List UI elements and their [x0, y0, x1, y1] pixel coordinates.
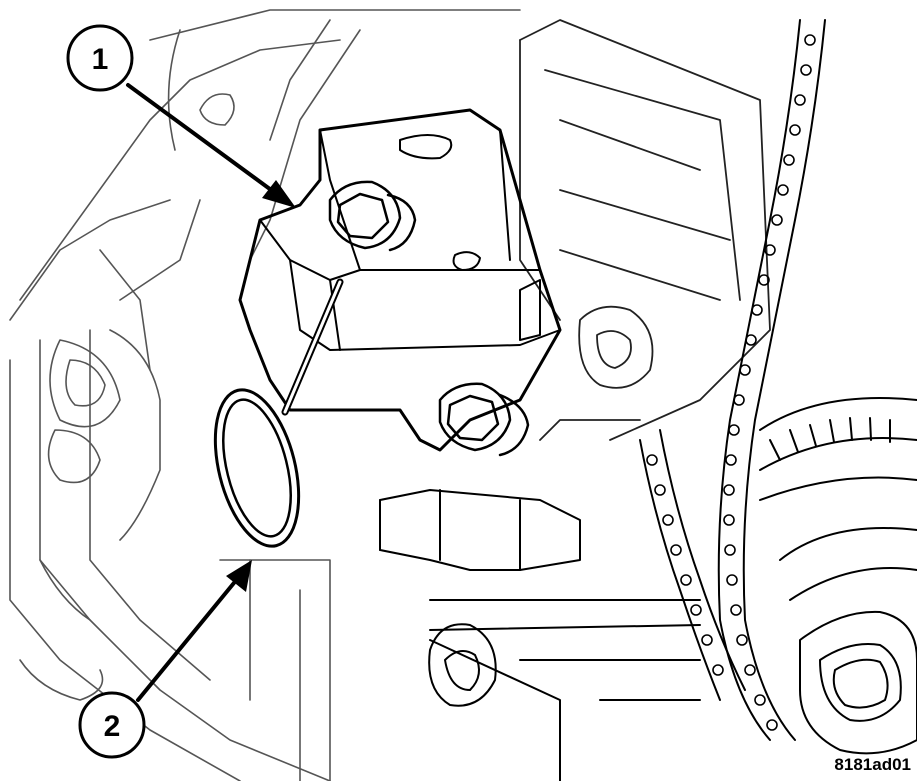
crankshaft-sprocket — [759, 397, 917, 755]
upper-bolt — [328, 180, 417, 252]
arrowhead-2 — [226, 560, 252, 592]
callout-2: 2 — [78, 691, 146, 759]
callout-number-1: 1 — [92, 43, 109, 76]
timing-chain — [639, 19, 826, 741]
arrowhead-1 — [262, 180, 296, 208]
lower-bracket — [379, 489, 701, 781]
callout-number-2: 2 — [104, 710, 121, 743]
leader-arrow-1 — [126, 83, 280, 197]
chain-guide-bracket — [519, 19, 771, 441]
chain-tensioner — [238, 108, 562, 452]
figure-code: 8181ad01 — [834, 755, 911, 774]
leader-arrow-2 — [136, 576, 240, 702]
tensioner-locking-pin — [213, 278, 344, 548]
callout-1: 1 — [66, 24, 134, 92]
lower-bolt — [438, 382, 530, 457]
engine-block-outline — [9, 9, 521, 781]
